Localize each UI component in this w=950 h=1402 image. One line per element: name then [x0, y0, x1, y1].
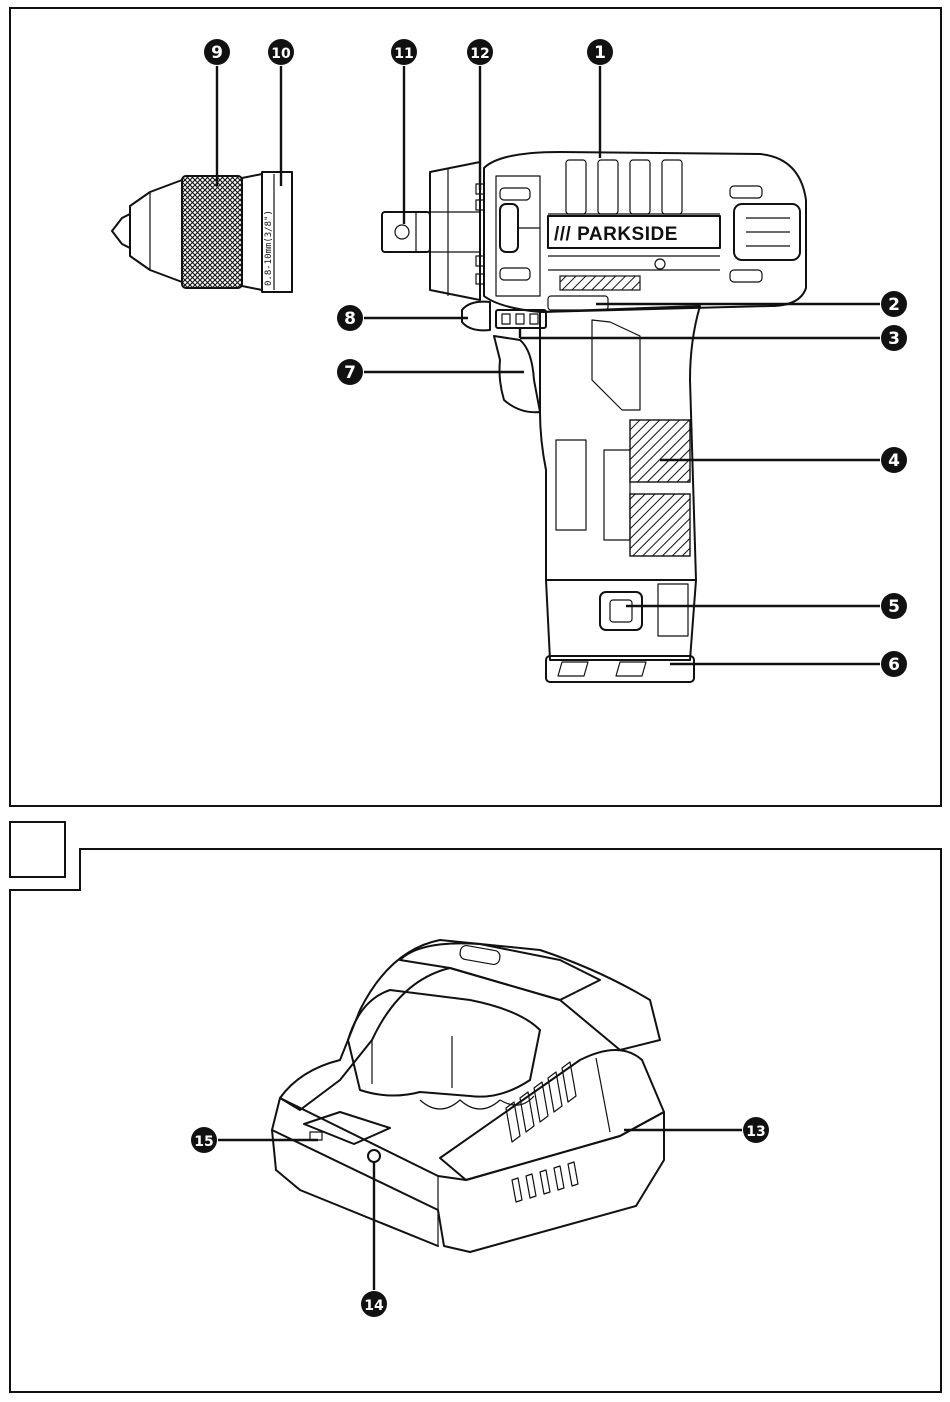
svg-text:1: 1: [594, 43, 606, 63]
callout-10: 10: [268, 39, 294, 65]
drill-chuck: 0.8-10mm(3/8"): [112, 172, 292, 292]
figure-1-frame: [10, 8, 941, 806]
figure-1-leader-lines: [217, 66, 880, 664]
brand-logo: /// PARKSIDE: [554, 224, 678, 245]
svg-text:6: 6: [888, 655, 900, 675]
callout-4: 4: [881, 447, 907, 473]
svg-text:9: 9: [211, 43, 223, 63]
callout-13: 13: [743, 1117, 769, 1143]
svg-text:13: 13: [746, 1124, 765, 1140]
figure-tab-box: [10, 822, 65, 877]
svg-text:14: 14: [364, 1298, 384, 1314]
svg-text:7: 7: [344, 363, 356, 383]
svg-text:2: 2: [888, 295, 900, 315]
svg-text:8: 8: [344, 309, 356, 329]
svg-text:12: 12: [470, 46, 489, 62]
chuck-size-marking: 0.8-10mm(3/8"): [264, 210, 274, 286]
battery-charger: [272, 940, 664, 1252]
svg-text:15: 15: [194, 1134, 213, 1150]
callout-2: 2: [881, 291, 907, 317]
callout-9: 9: [204, 39, 230, 65]
callout-12: 12: [467, 39, 493, 65]
svg-text:5: 5: [888, 597, 900, 617]
svg-text:10: 10: [271, 46, 291, 62]
callout-14: 14: [361, 1291, 387, 1317]
callout-1: 1: [587, 39, 613, 65]
charger-vents: [506, 1062, 578, 1202]
callout-11: 11: [391, 39, 417, 65]
callout-15: 15: [191, 1127, 217, 1153]
svg-text:3: 3: [888, 329, 900, 349]
callout-3: 3: [881, 325, 907, 351]
svg-text:4: 4: [888, 451, 900, 471]
figure-2-frame: [10, 849, 941, 1392]
callout-6: 6: [881, 651, 907, 677]
callout-5: 5: [881, 593, 907, 619]
drill-driver: /// PARKSIDE: [382, 152, 806, 682]
callout-7: 7: [337, 359, 363, 385]
svg-text:11: 11: [394, 46, 413, 62]
callout-8: 8: [337, 305, 363, 331]
